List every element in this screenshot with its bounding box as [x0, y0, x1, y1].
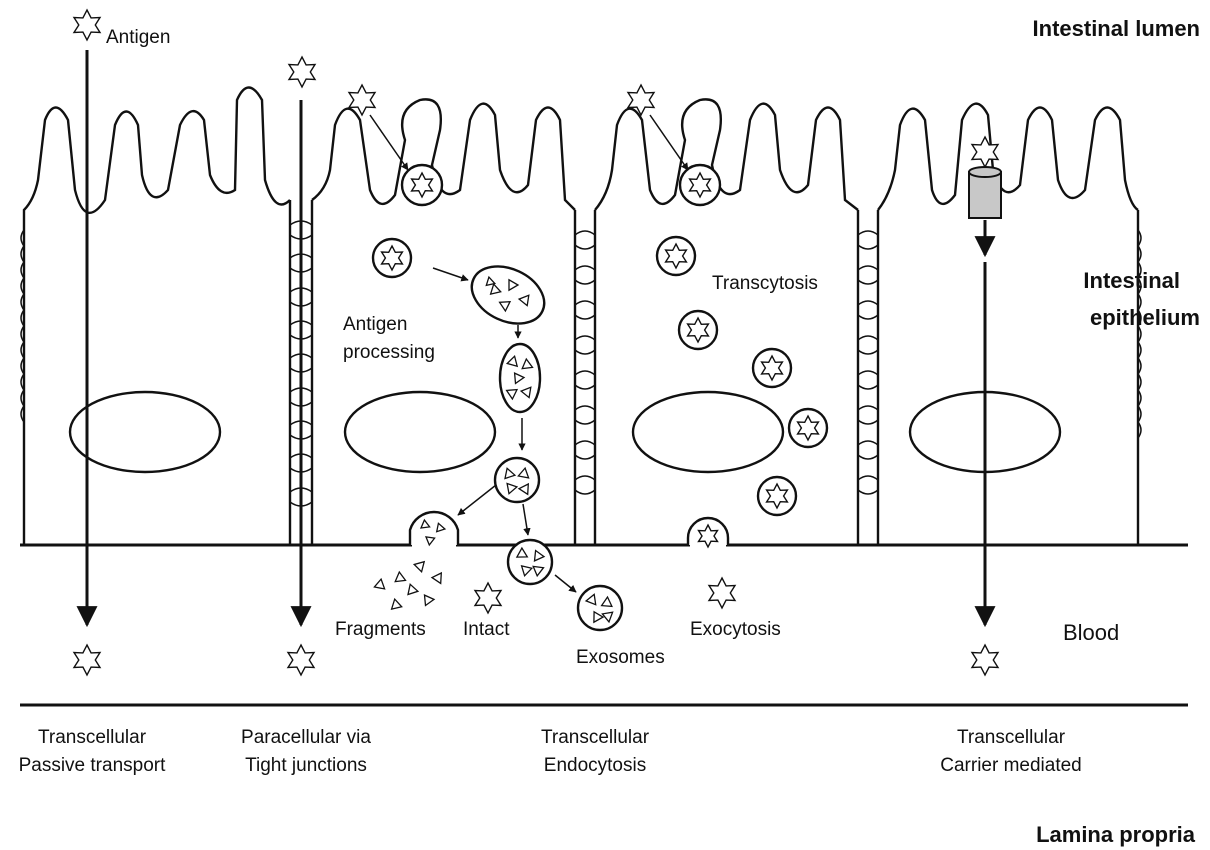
fragment-triangle-icon — [374, 579, 384, 589]
fragments-label: Fragments — [335, 619, 426, 640]
carrier-protein — [969, 172, 1001, 218]
fragment-triangle-icon — [425, 595, 435, 605]
antigen-label: Antigen — [106, 27, 170, 48]
fragment-release-pit — [410, 512, 458, 545]
route-3-line-2: Endocytosis — [544, 755, 646, 776]
exocytosis-label: Exocytosis — [690, 619, 781, 640]
antigen-fragments — [374, 277, 612, 622]
fragment-triangle-icon — [408, 584, 418, 594]
tight-junction-2 — [575, 210, 595, 545]
region-blood-label: Blood — [1063, 620, 1119, 645]
region-epithelium-label-2: epithelium — [1090, 305, 1200, 330]
fragment-triangle-icon — [432, 573, 441, 583]
antigen-star-icon — [289, 57, 315, 87]
antigen-star-icon — [74, 645, 100, 675]
route-1-line-2: Passive transport — [19, 755, 167, 776]
antigen-star-icon — [288, 645, 314, 675]
fragment-triangle-icon — [414, 562, 424, 572]
exosomes-label: Exosomes — [576, 647, 665, 668]
antigen-star-icon — [972, 645, 998, 675]
route-4-line-2: Carrier mediated — [940, 755, 1082, 776]
vesicles — [373, 165, 827, 630]
region-epithelium-label-1: Intestinal — [1083, 268, 1180, 293]
region-lamina-propria-label: Lamina propria — [1036, 822, 1196, 847]
route-2-line-1: Paracellular via — [241, 727, 371, 748]
antigen-star-icon — [74, 10, 100, 40]
antigen-star-icon — [628, 85, 654, 115]
antigen-star-icon — [972, 137, 998, 167]
nucleus-2 — [345, 392, 495, 472]
region-lumen-label: Intestinal lumen — [1033, 16, 1200, 41]
antigen-star-icon — [475, 583, 501, 613]
route-4-line-1: Transcellular — [957, 727, 1066, 748]
intact-label: Intact — [463, 619, 510, 640]
antigen-star-icon — [709, 578, 735, 608]
route-3-line-1: Transcellular — [541, 727, 650, 748]
transcytosis-label: Transcytosis — [712, 273, 818, 294]
antigen-processing-label-1: Antigen — [343, 314, 407, 335]
tight-junction-3 — [858, 210, 878, 545]
nucleus-3 — [633, 392, 783, 472]
route-1-line-1: Transcellular — [38, 727, 147, 748]
nucleus-1 — [70, 392, 220, 472]
antigen-processing-label-2: processing — [343, 342, 435, 363]
route-2-line-2: Tight junctions — [245, 755, 367, 776]
fragment-triangle-icon — [392, 599, 402, 609]
fragment-triangle-icon — [395, 572, 405, 582]
epithelial-cell-1 — [21, 88, 290, 546]
